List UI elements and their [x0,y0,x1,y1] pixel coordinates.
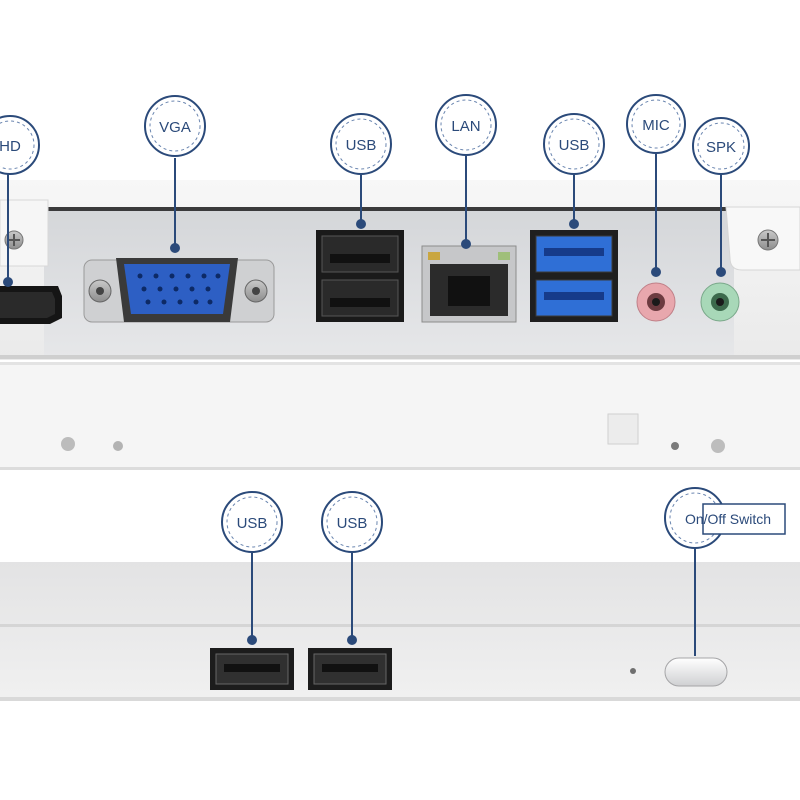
usb-front-2-label: USB [337,515,368,532]
usb-top-right-label: USB [559,137,590,154]
power-button [664,657,728,687]
middle-band [0,362,800,470]
usb-front-1-label: USB [237,515,268,532]
spk-jack [700,282,740,322]
usb-front-port-2 [308,648,392,690]
vga-label: VGA [159,119,191,136]
led-indicator [630,668,636,674]
lan-port [421,245,517,323]
screw-icon [757,229,779,251]
usb-front-2-callout: USB [321,491,383,645]
usb-top-left-callout: USB [330,113,392,229]
vga-callout: VGA [144,95,206,253]
usb-front-1-callout: USB [221,491,283,645]
lan-callout: LAN [435,94,497,249]
mic-callout: MIC [626,94,686,277]
usb-top-left-label: USB [346,137,377,154]
power-callout: On/Off Switch [664,487,786,656]
hdmi-callout: HD [0,115,40,287]
screw-icon [4,230,24,250]
usb2-stack-port [316,230,404,322]
usb3-stack-port [530,230,618,322]
hdmi-label: HD [0,138,21,155]
mic-label: MIC [642,117,670,134]
mic-jack [636,282,676,322]
lan-label: LAN [451,118,480,135]
spk-label: SPK [706,139,736,156]
vga-port [83,258,275,323]
power-label: On/Off Switch [685,511,771,527]
spk-callout: SPK [692,117,750,277]
usb-top-right-callout: USB [543,113,605,229]
hdmi-port [0,286,62,324]
usb-front-port-1 [210,648,294,690]
